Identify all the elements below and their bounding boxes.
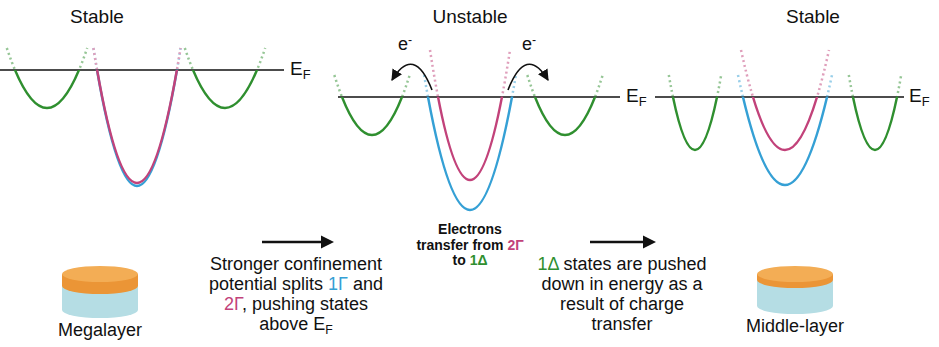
transfer-note: Electrons transfer from 2Γ to 1Δ <box>414 222 526 269</box>
state-title: Stable <box>748 6 878 27</box>
layer-label: Middle-layer <box>735 316 855 336</box>
state-title: Unstable <box>405 6 535 27</box>
band-curves <box>7 70 265 186</box>
fermi-level-label: EF <box>626 85 647 106</box>
cylinder-shape <box>40 262 160 320</box>
fermi-line <box>338 96 620 98</box>
fermi-level-label: EF <box>290 58 311 79</box>
step-caption: 1Δ states are pushed down in energy as a… <box>528 254 716 335</box>
transfer-arc <box>508 64 548 90</box>
electron-label: e- <box>398 34 412 54</box>
layer-stack: Megalayer <box>40 262 160 340</box>
fermi-line <box>0 69 284 71</box>
band-curves <box>334 97 901 210</box>
band-curves-unoccupied <box>334 50 901 97</box>
step-caption: Stronger confinement potential splits 1Γ… <box>197 254 395 335</box>
step-arrow <box>262 236 334 249</box>
state-title: Stable <box>32 6 162 27</box>
transfer-arc <box>392 64 432 90</box>
step-arrow <box>590 236 656 249</box>
layer-label: Megalayer <box>40 320 160 340</box>
band-curves-unoccupied <box>7 48 265 70</box>
fermi-level-label: EF <box>909 85 930 106</box>
film-top <box>757 266 833 282</box>
film-top <box>62 266 138 282</box>
layer-stack: Middle-layer <box>735 262 855 336</box>
fermi-line <box>655 96 904 98</box>
cylinder-shape <box>735 262 855 316</box>
electron-label: e- <box>522 34 536 54</box>
